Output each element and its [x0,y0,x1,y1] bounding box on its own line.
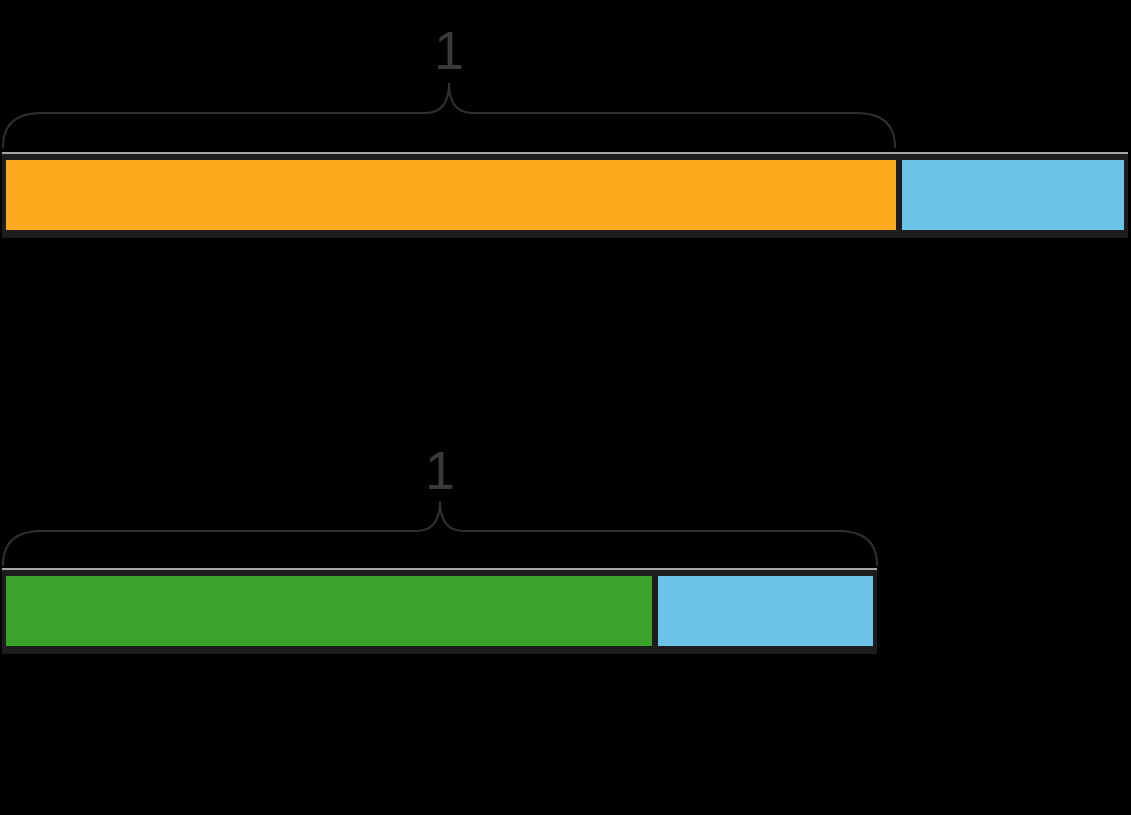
top-curly-brace-icon [2,82,896,148]
bottom-segment-blue [657,576,873,646]
bottom-brace-label: 1 [424,441,456,501]
top-segment-orange [6,160,896,230]
bottom-segment-green [6,576,652,646]
top-tape-bar [2,152,1128,238]
top-brace-label: 1 [433,21,465,81]
bottom-tape-bar [2,568,877,654]
top-segment-blue [901,160,1124,230]
bottom-curly-brace-icon [2,500,878,566]
